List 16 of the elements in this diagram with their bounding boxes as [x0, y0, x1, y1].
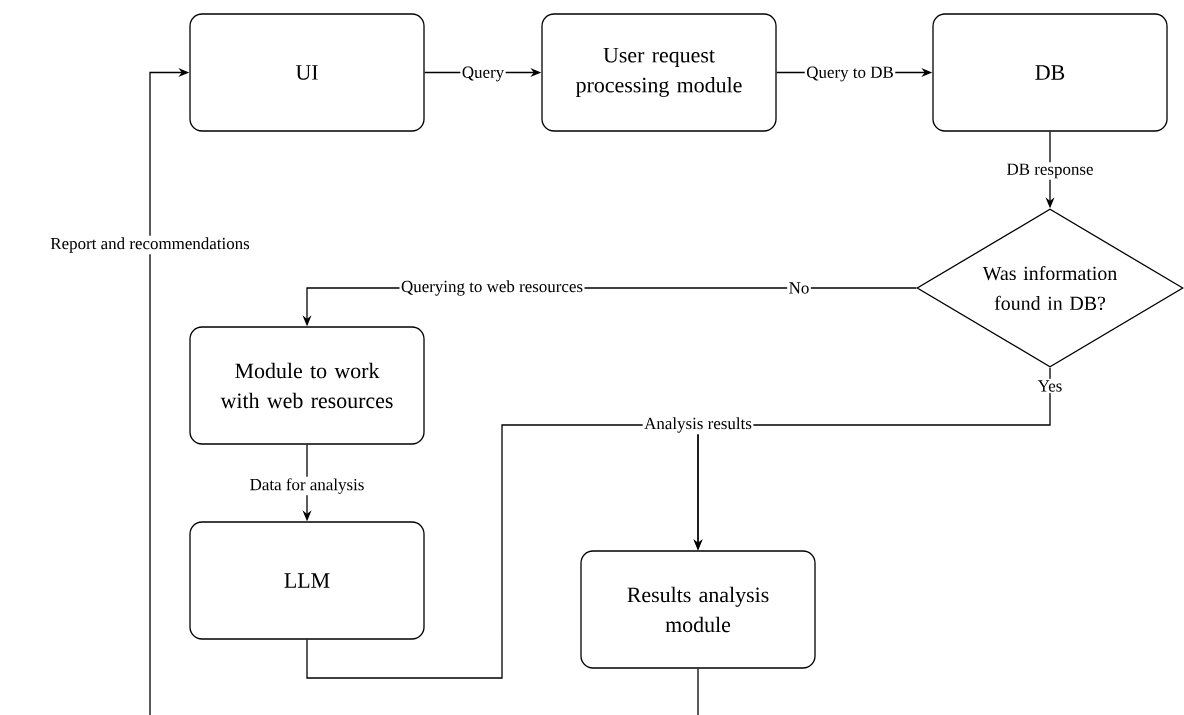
- edge-label: Report and recommendations: [48, 235, 252, 255]
- process-box: Results analysis module: [580, 550, 816, 669]
- edge-label: Query: [460, 65, 506, 83]
- edge-label: DB response: [1005, 162, 1095, 180]
- edge-label: Analysis results: [642, 415, 754, 435]
- line-label: Querying to web resources: [399, 278, 585, 298]
- process-box: UI: [189, 13, 425, 132]
- arrow: [306, 424, 703, 679]
- edge-label: Data for analysis: [248, 476, 366, 496]
- edge-label: Yes: [1036, 378, 1064, 394]
- edge-label: No: [787, 280, 811, 296]
- process-box: LLM: [189, 521, 425, 640]
- process-box: DB: [932, 13, 1168, 132]
- process-box: Module to work with web resources: [189, 326, 425, 445]
- process-box: User request processing module: [541, 13, 777, 132]
- edge-label: Query to DB: [804, 65, 896, 83]
